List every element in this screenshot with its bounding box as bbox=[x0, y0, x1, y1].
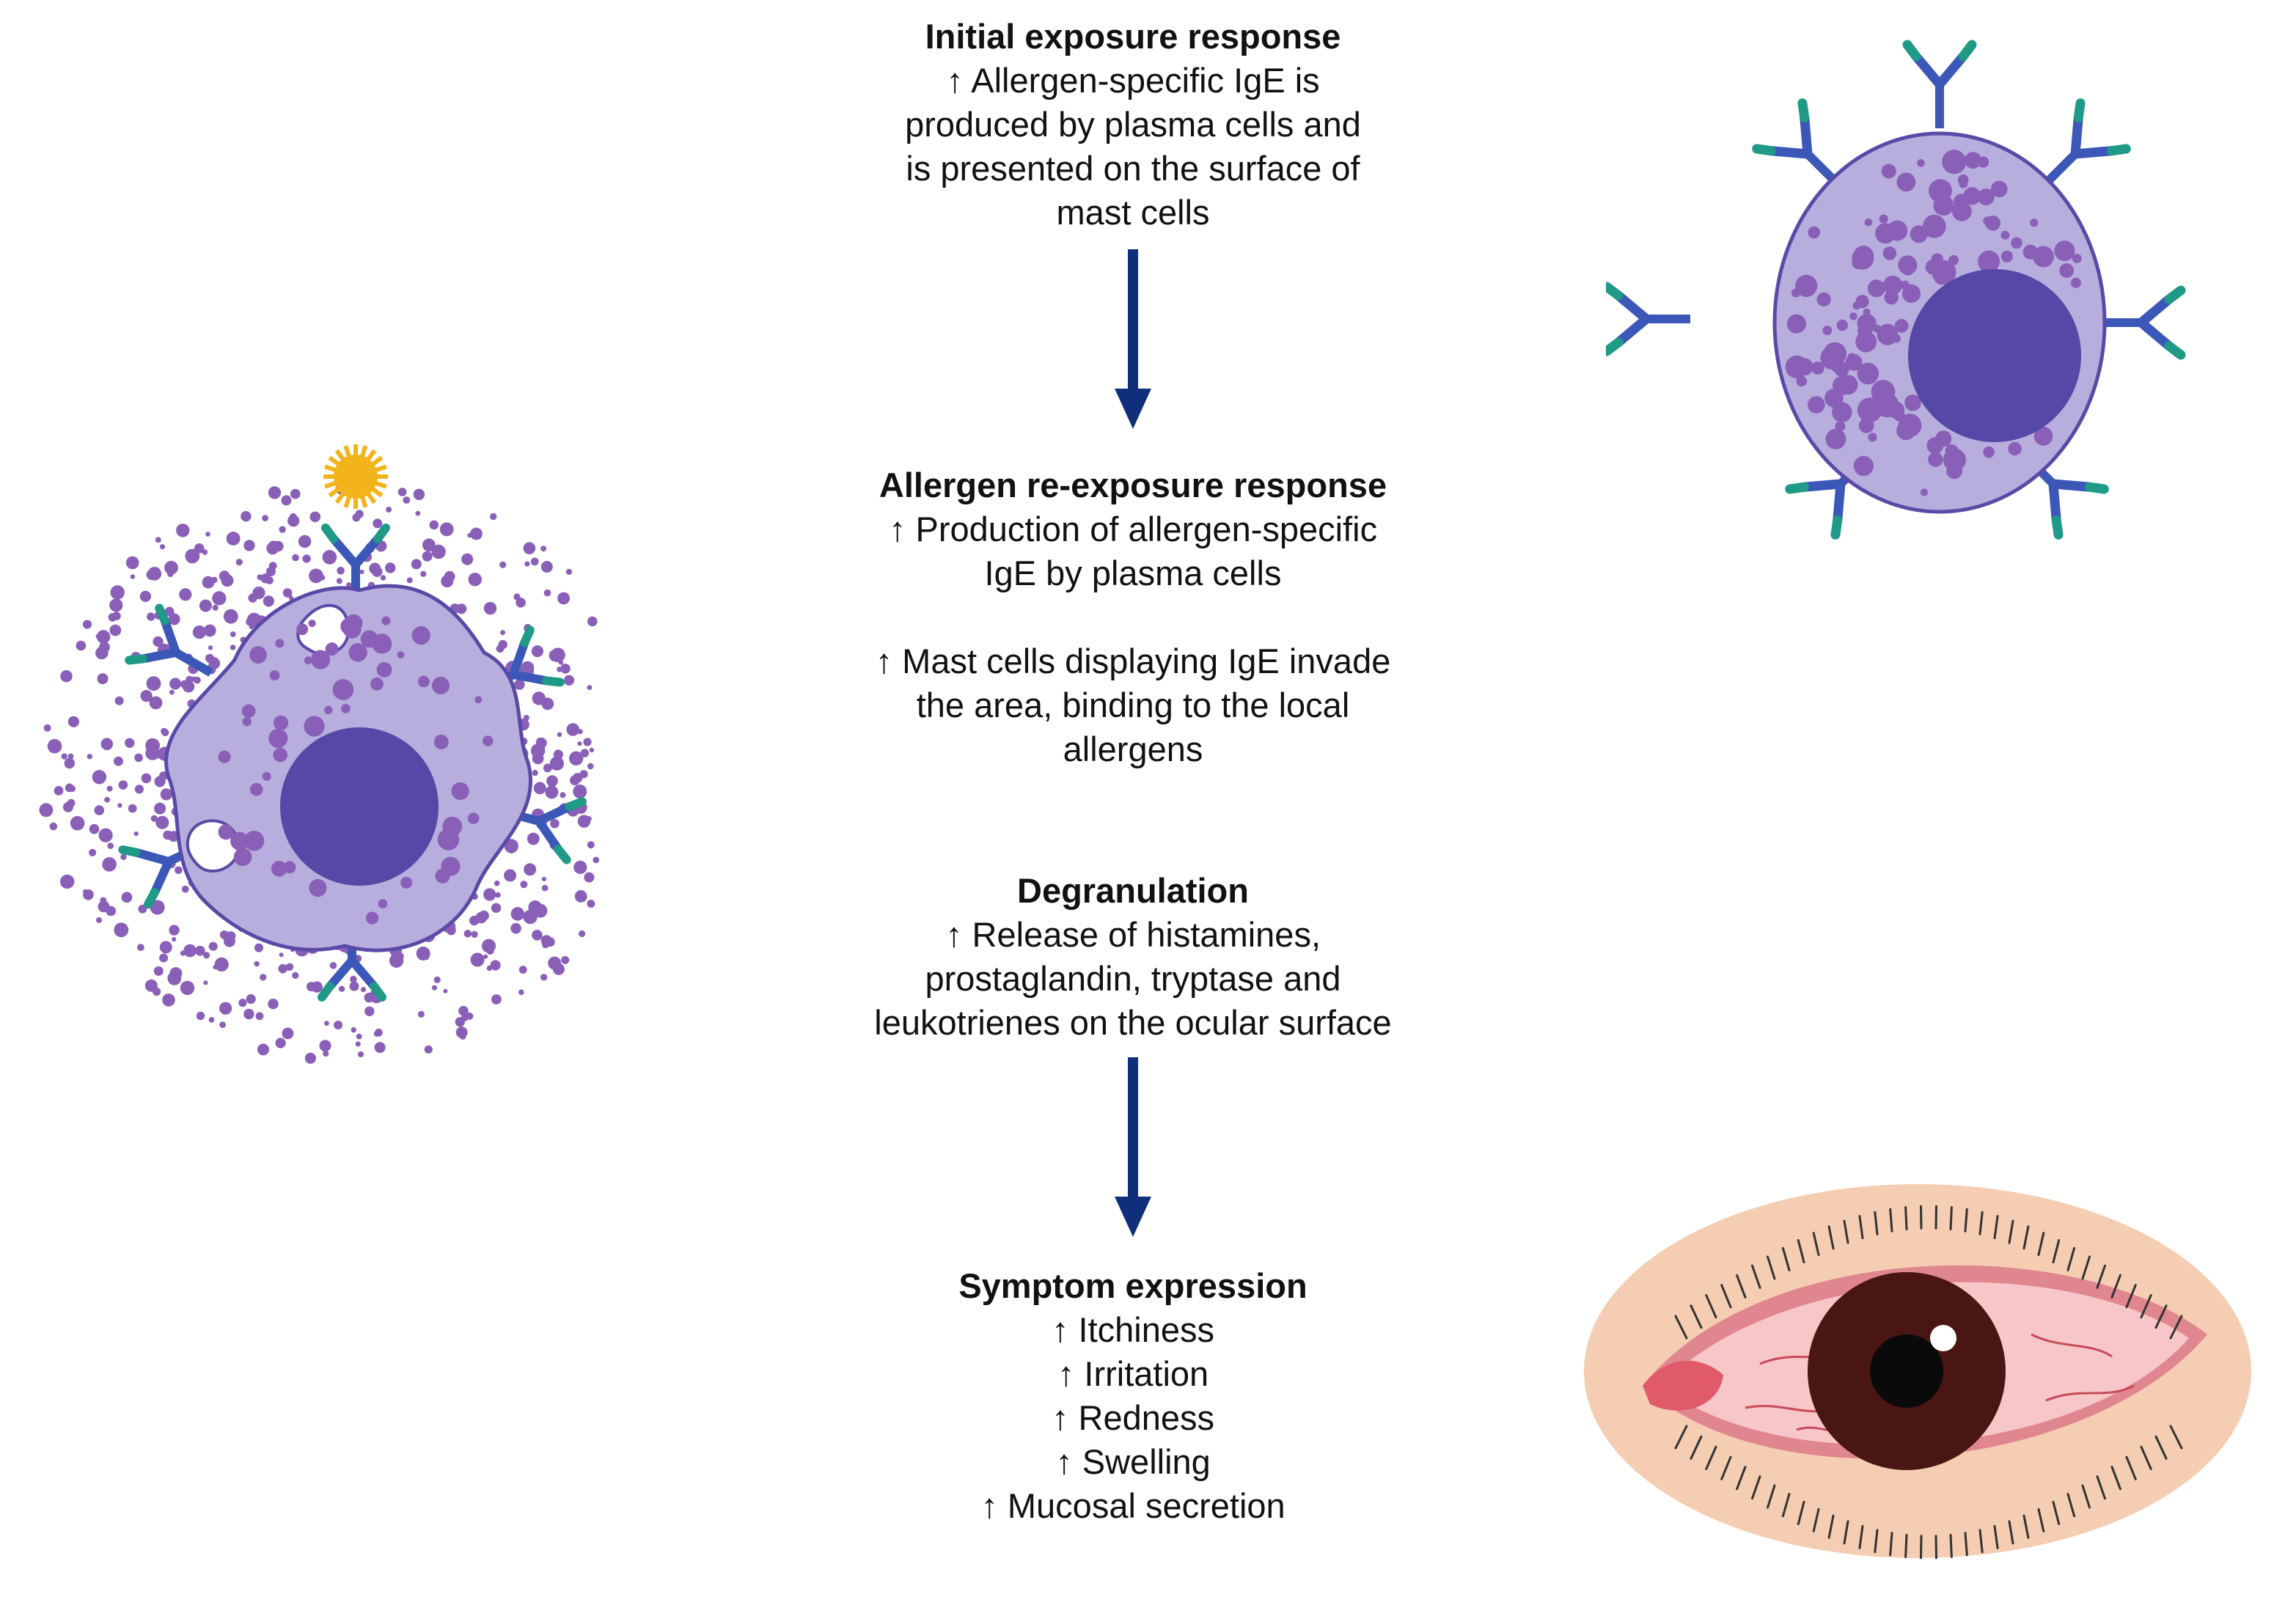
step-line: ↑ Allergen-specific IgE is bbox=[946, 61, 1320, 100]
ige-antibody-icon bbox=[1607, 287, 1690, 351]
degranulating-mast-cell-icon bbox=[39, 444, 600, 1064]
step-line: ↑ Irritation bbox=[1057, 1354, 1209, 1393]
flow-arrow-down bbox=[1115, 1057, 1151, 1237]
step-line: ↑ Production of allergen-specific bbox=[888, 510, 1378, 548]
step-line: ↑ Mucosal secretion bbox=[980, 1486, 1285, 1525]
step-line: leukotrienes on the ocular surface bbox=[874, 1003, 1392, 1042]
red-eye-icon bbox=[1584, 1184, 2251, 1560]
granules bbox=[218, 614, 494, 925]
granules bbox=[1785, 150, 2082, 496]
step-line: the area, binding to the local bbox=[916, 686, 1350, 724]
step-title: Symptom expression bbox=[958, 1266, 1307, 1305]
step-line: IgE by plasma cells bbox=[984, 554, 1282, 592]
step-line: mast cells bbox=[1056, 193, 1210, 232]
step-line: ↑ Itchiness bbox=[1051, 1310, 1215, 1349]
step-line: produced by plasma cells and bbox=[905, 105, 1361, 144]
step-title: Initial exposure response bbox=[925, 17, 1341, 56]
step-line: ↑ Redness bbox=[1051, 1398, 1215, 1437]
step-symptom-expression: Symptom expression ↑ Itchiness ↑ Irritat… bbox=[759, 1264, 1507, 1528]
step-line: prostaglandin, tryptase and bbox=[925, 959, 1341, 998]
flow-arrow-down bbox=[1115, 249, 1151, 429]
step-title: Degranulation bbox=[1017, 871, 1249, 910]
ige-antibody-icon bbox=[2097, 290, 2181, 355]
allergen-particle-icon bbox=[323, 444, 388, 509]
step-line: ↑ Mast cells displaying IgE invade bbox=[875, 642, 1391, 680]
ige-antibody-icon bbox=[1907, 45, 1972, 128]
step-allergen-reexposure: Allergen re-exposure response ↑ Producti… bbox=[759, 463, 1507, 771]
mast-cell-icon bbox=[1606, 15, 2251, 601]
step-degranulation: Degranulation ↑ Release of histamines, p… bbox=[759, 869, 1507, 1045]
step-line: is presented on the surface of bbox=[906, 149, 1360, 188]
step-line: ↑ Swelling bbox=[1055, 1442, 1211, 1481]
step-initial-exposure: Initial exposure response ↑ Allergen-spe… bbox=[759, 15, 1507, 235]
step-line: allergens bbox=[1063, 730, 1203, 768]
step-title: Allergen re-exposure response bbox=[879, 466, 1387, 504]
step-line: ↑ Release of histamines, bbox=[945, 915, 1321, 954]
